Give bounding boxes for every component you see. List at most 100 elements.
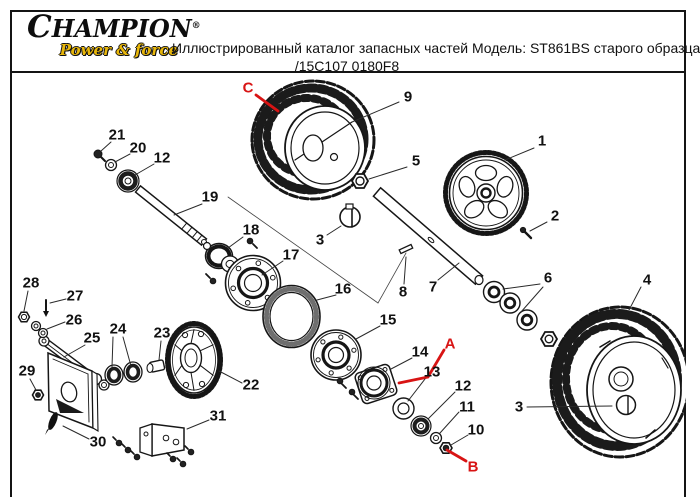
callout-27: 27 [67,288,84,305]
leader-line-11 [439,411,460,434]
callout-23: 23 [154,325,171,342]
registered-mark: ® [191,21,201,31]
callout-19: 19 [202,189,219,206]
callout-17: 17 [283,247,300,264]
leader-line-C [254,93,280,113]
part-bearing-12-bottom [410,415,432,437]
callout-29: 29 [19,363,36,380]
leader-line-30 [62,425,90,440]
part-bolt-2 [519,226,533,240]
callout-15: 15 [380,312,397,329]
callout-12: 12 [455,378,472,395]
header-divider [10,71,686,73]
part-shaft-19 [134,184,208,247]
callout-26: 26 [66,312,83,329]
leader-line-A [397,348,446,385]
part-bearings-24 [104,361,143,386]
callout-3: 3 [316,232,324,249]
leader-line-10 [450,434,469,446]
leader-line-26 [46,321,66,330]
part-pin-27 [43,299,49,317]
callout-C: C [243,80,254,97]
callout-3: 3 [515,399,523,416]
leader-line-6 [502,283,541,290]
leader-line-12 [134,163,155,176]
part-washer-20 [104,158,118,172]
part-washer-11 [429,431,443,445]
callout-14: 14 [412,344,429,361]
leader-line-4 [628,286,642,311]
part-axle-7 [372,186,484,286]
assembly-guide-lines [227,196,407,304]
leader-line-29 [29,378,37,391]
part-ring-16 [262,284,321,349]
part-nut-5-bottom [539,331,559,347]
leader-line-31 [186,419,210,430]
callout-1: 1 [538,133,546,150]
part-bushing-26 [30,320,49,339]
part-gear-1 [443,150,529,236]
part-sprocket-22 [165,321,223,399]
leader-line-8 [403,256,407,285]
brand-name: CHAMPION® [27,12,201,43]
callout-A: A [445,336,456,353]
callout-B: B [468,459,479,476]
callout-16: 16 [335,281,352,298]
callout-18: 18 [243,222,260,239]
callout-20: 20 [130,140,147,157]
leader-line-22 [218,370,243,384]
callout-6: 6 [544,270,552,287]
leader-line-28 [23,290,29,312]
leader-line-13 [407,378,426,402]
leader-line-19 [173,203,203,216]
leader-line-B [445,448,468,463]
leader-line-12 [427,391,456,420]
callout-2: 2 [551,208,559,225]
callout-13: 13 [424,364,441,381]
part-pin-3-top [339,203,361,228]
leader-line-7 [437,262,460,281]
leader-line-20 [114,153,131,163]
part-wheel-bottom [549,305,686,459]
part-nut-28 [17,311,31,323]
leader-line-2 [529,221,548,232]
leader-line-14 [390,357,413,370]
callout-5: 5 [412,153,420,170]
part-nut-29 [31,389,45,401]
leader-line-27 [49,298,67,304]
part-nut-5-top [350,173,370,189]
part-bearing-12-top [116,169,140,193]
part-bracket-31 [112,423,195,468]
leader-line-24 [122,336,132,367]
leader-line-23 [158,340,162,361]
leader-line-16 [316,294,337,301]
callout-24: 24 [110,321,127,338]
page-subtitle: /15C107 0180F8 [294,58,400,74]
part-ring-13 [392,397,415,420]
part-flange-15 [310,329,362,400]
part-bracket-panel [47,351,99,432]
callout-25: 25 [84,330,101,347]
leader-line-15 [355,325,381,340]
leader-line-17 [261,260,284,276]
part-pin-30 [45,412,58,435]
part-housing-14 [354,363,398,405]
part-spacer-23 [146,359,166,374]
leader-line-3 [326,225,342,236]
callout-30: 30 [90,434,107,451]
leader-line-3 [526,405,613,408]
callout-10: 10 [468,422,485,439]
callout-11: 11 [459,399,475,416]
leader-line-18 [227,236,244,249]
callout-8: 8 [399,284,407,301]
leader-line-1 [504,147,535,161]
callout-12: 12 [154,150,171,167]
callout-7: 7 [429,279,437,296]
brand-rest: HAMPION [51,14,192,43]
part-washers-6 [482,280,538,331]
part-key-8 [398,243,414,255]
leader-line-5 [368,166,408,180]
